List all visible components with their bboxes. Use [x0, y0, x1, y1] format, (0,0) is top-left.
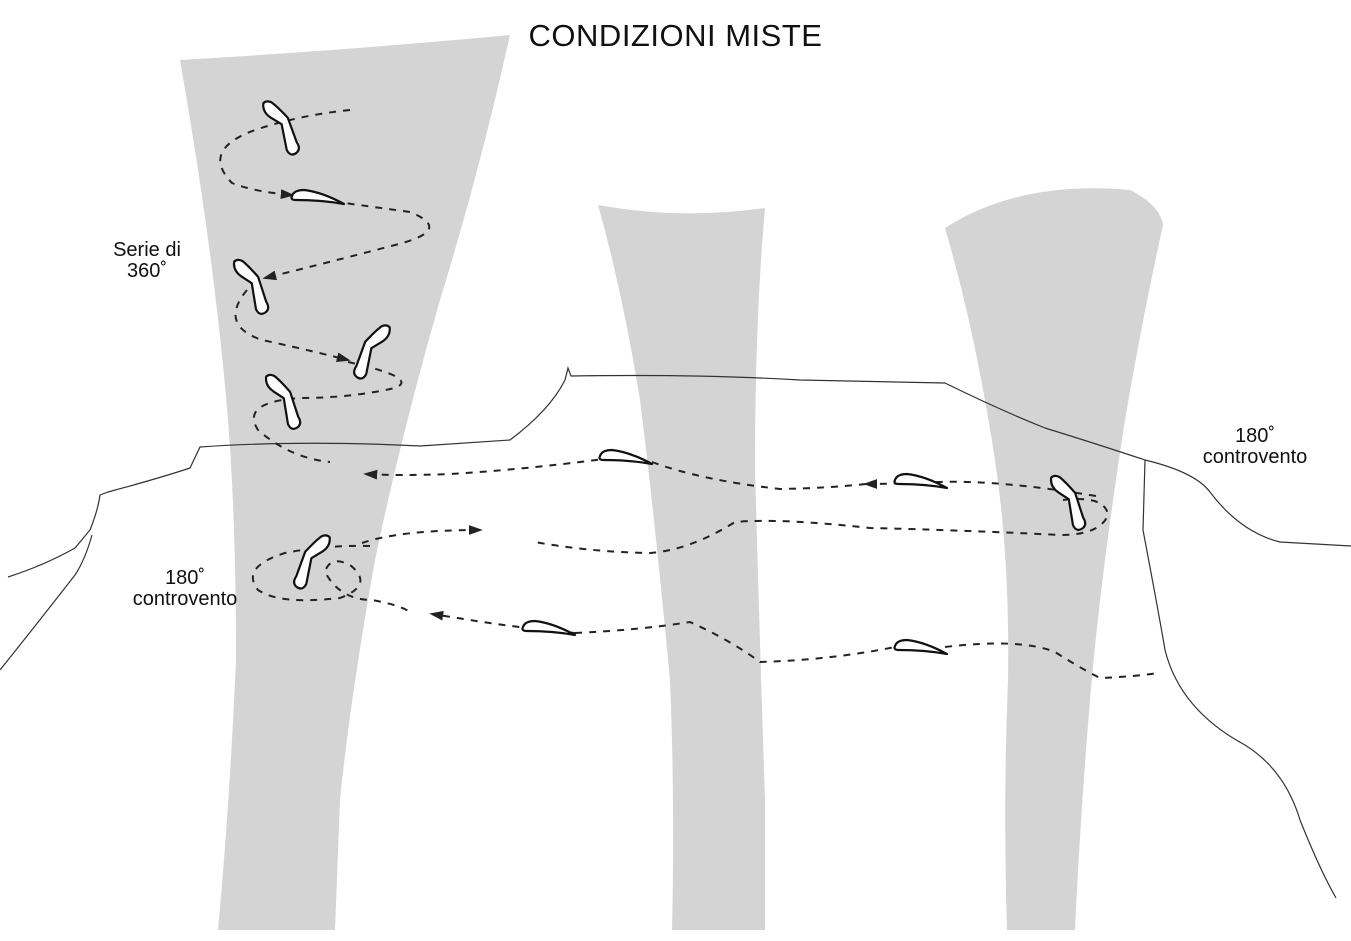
flight-path-left-circle [252, 544, 411, 613]
flight-path-spiral-top [219, 109, 351, 199]
label-180-upwind-left: 180˚ controvento [120, 568, 250, 610]
flight-path-spiral-2 [262, 195, 431, 281]
gliders-top-view [232, 100, 1087, 590]
flight-path-spiral-3 [234, 289, 351, 363]
glider-top-view-icon [353, 324, 391, 380]
flight-path-return-right [863, 479, 1097, 497]
flight-path-bottom-center [574, 620, 896, 664]
label-180-right-line2: controvento [1202, 446, 1308, 468]
label-series-360-line2: 360˚ [126, 260, 168, 282]
flight-path-right-circle [534, 498, 1110, 555]
flight-path-return-bottom [429, 610, 576, 634]
glider-side-view-icon [598, 448, 654, 466]
thermal-column-center [598, 205, 765, 930]
glider-side-view-icon [521, 619, 577, 637]
glider-top-view-icon [264, 373, 302, 430]
label-series-360: Serie di 360˚ [92, 240, 202, 282]
thermal-column-right [945, 188, 1163, 930]
flight-path-bottom-right [944, 642, 1159, 680]
glider-top-view-icon [262, 100, 300, 156]
thermal-columns [180, 35, 1163, 930]
glider-side-view-icon [290, 188, 346, 206]
glider-side-view-icon [893, 472, 949, 490]
terrain [0, 365, 1351, 899]
thermal-column-left [180, 35, 510, 930]
diagram-title: CONDIZIONI MISTE [528, 18, 823, 53]
label-180-right-line1: 180˚ [1234, 425, 1276, 447]
flight-path-center-to-right-upper [651, 461, 867, 491]
flight-path-left-circle-exit [361, 525, 483, 544]
terrain-ridge-line [7, 365, 1351, 578]
glider-side-view-icon [893, 638, 949, 656]
label-180-upwind-right: 180˚ controvento [1180, 426, 1330, 468]
glider-top-view-icon [293, 534, 331, 590]
glider-top-view-icon [232, 258, 270, 315]
terrain-line-left-slope [0, 534, 93, 671]
flight-path-spiral-4 [252, 361, 403, 463]
flight-paths [219, 109, 1159, 680]
terrain-line-right-slope [1142, 459, 1337, 899]
gliders-side-view [290, 188, 949, 656]
label-180-left-line1: 180˚ [164, 567, 206, 589]
label-180-left-line2: controvento [132, 588, 238, 610]
glider-top-view-icon [1049, 474, 1087, 531]
flight-path-return-top [363, 457, 613, 480]
label-series-360-line1: Serie di [113, 239, 181, 261]
